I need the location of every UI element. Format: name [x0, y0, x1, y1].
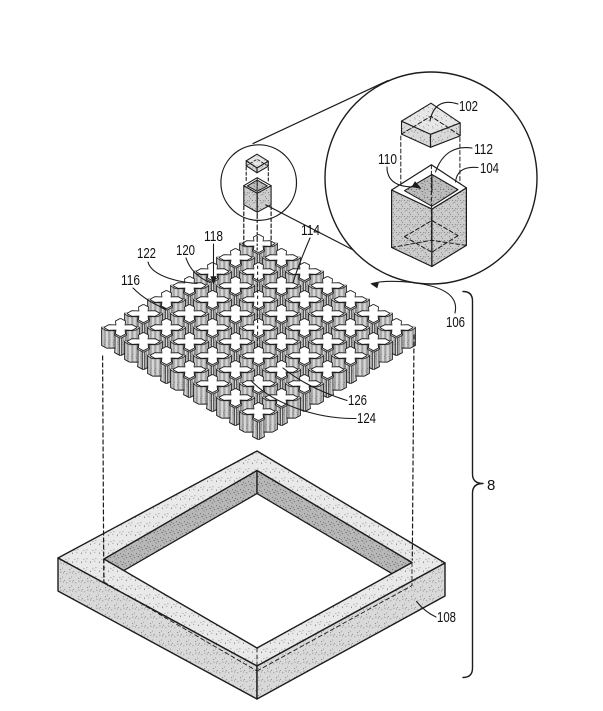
svg-text:8: 8 [487, 477, 495, 494]
svg-text:104: 104 [480, 160, 499, 177]
svg-text:118: 118 [204, 228, 223, 245]
svg-text:108: 108 [437, 609, 456, 626]
svg-text:114: 114 [301, 222, 320, 239]
svg-text:116: 116 [121, 272, 140, 289]
svg-text:106: 106 [446, 314, 465, 331]
svg-text:126: 126 [348, 392, 367, 409]
svg-text:124: 124 [357, 410, 376, 427]
svg-text:102: 102 [459, 98, 478, 115]
svg-text:122: 122 [137, 245, 156, 262]
svg-text:110: 110 [378, 151, 397, 168]
svg-text:120: 120 [176, 242, 195, 259]
svg-text:112: 112 [474, 141, 493, 158]
